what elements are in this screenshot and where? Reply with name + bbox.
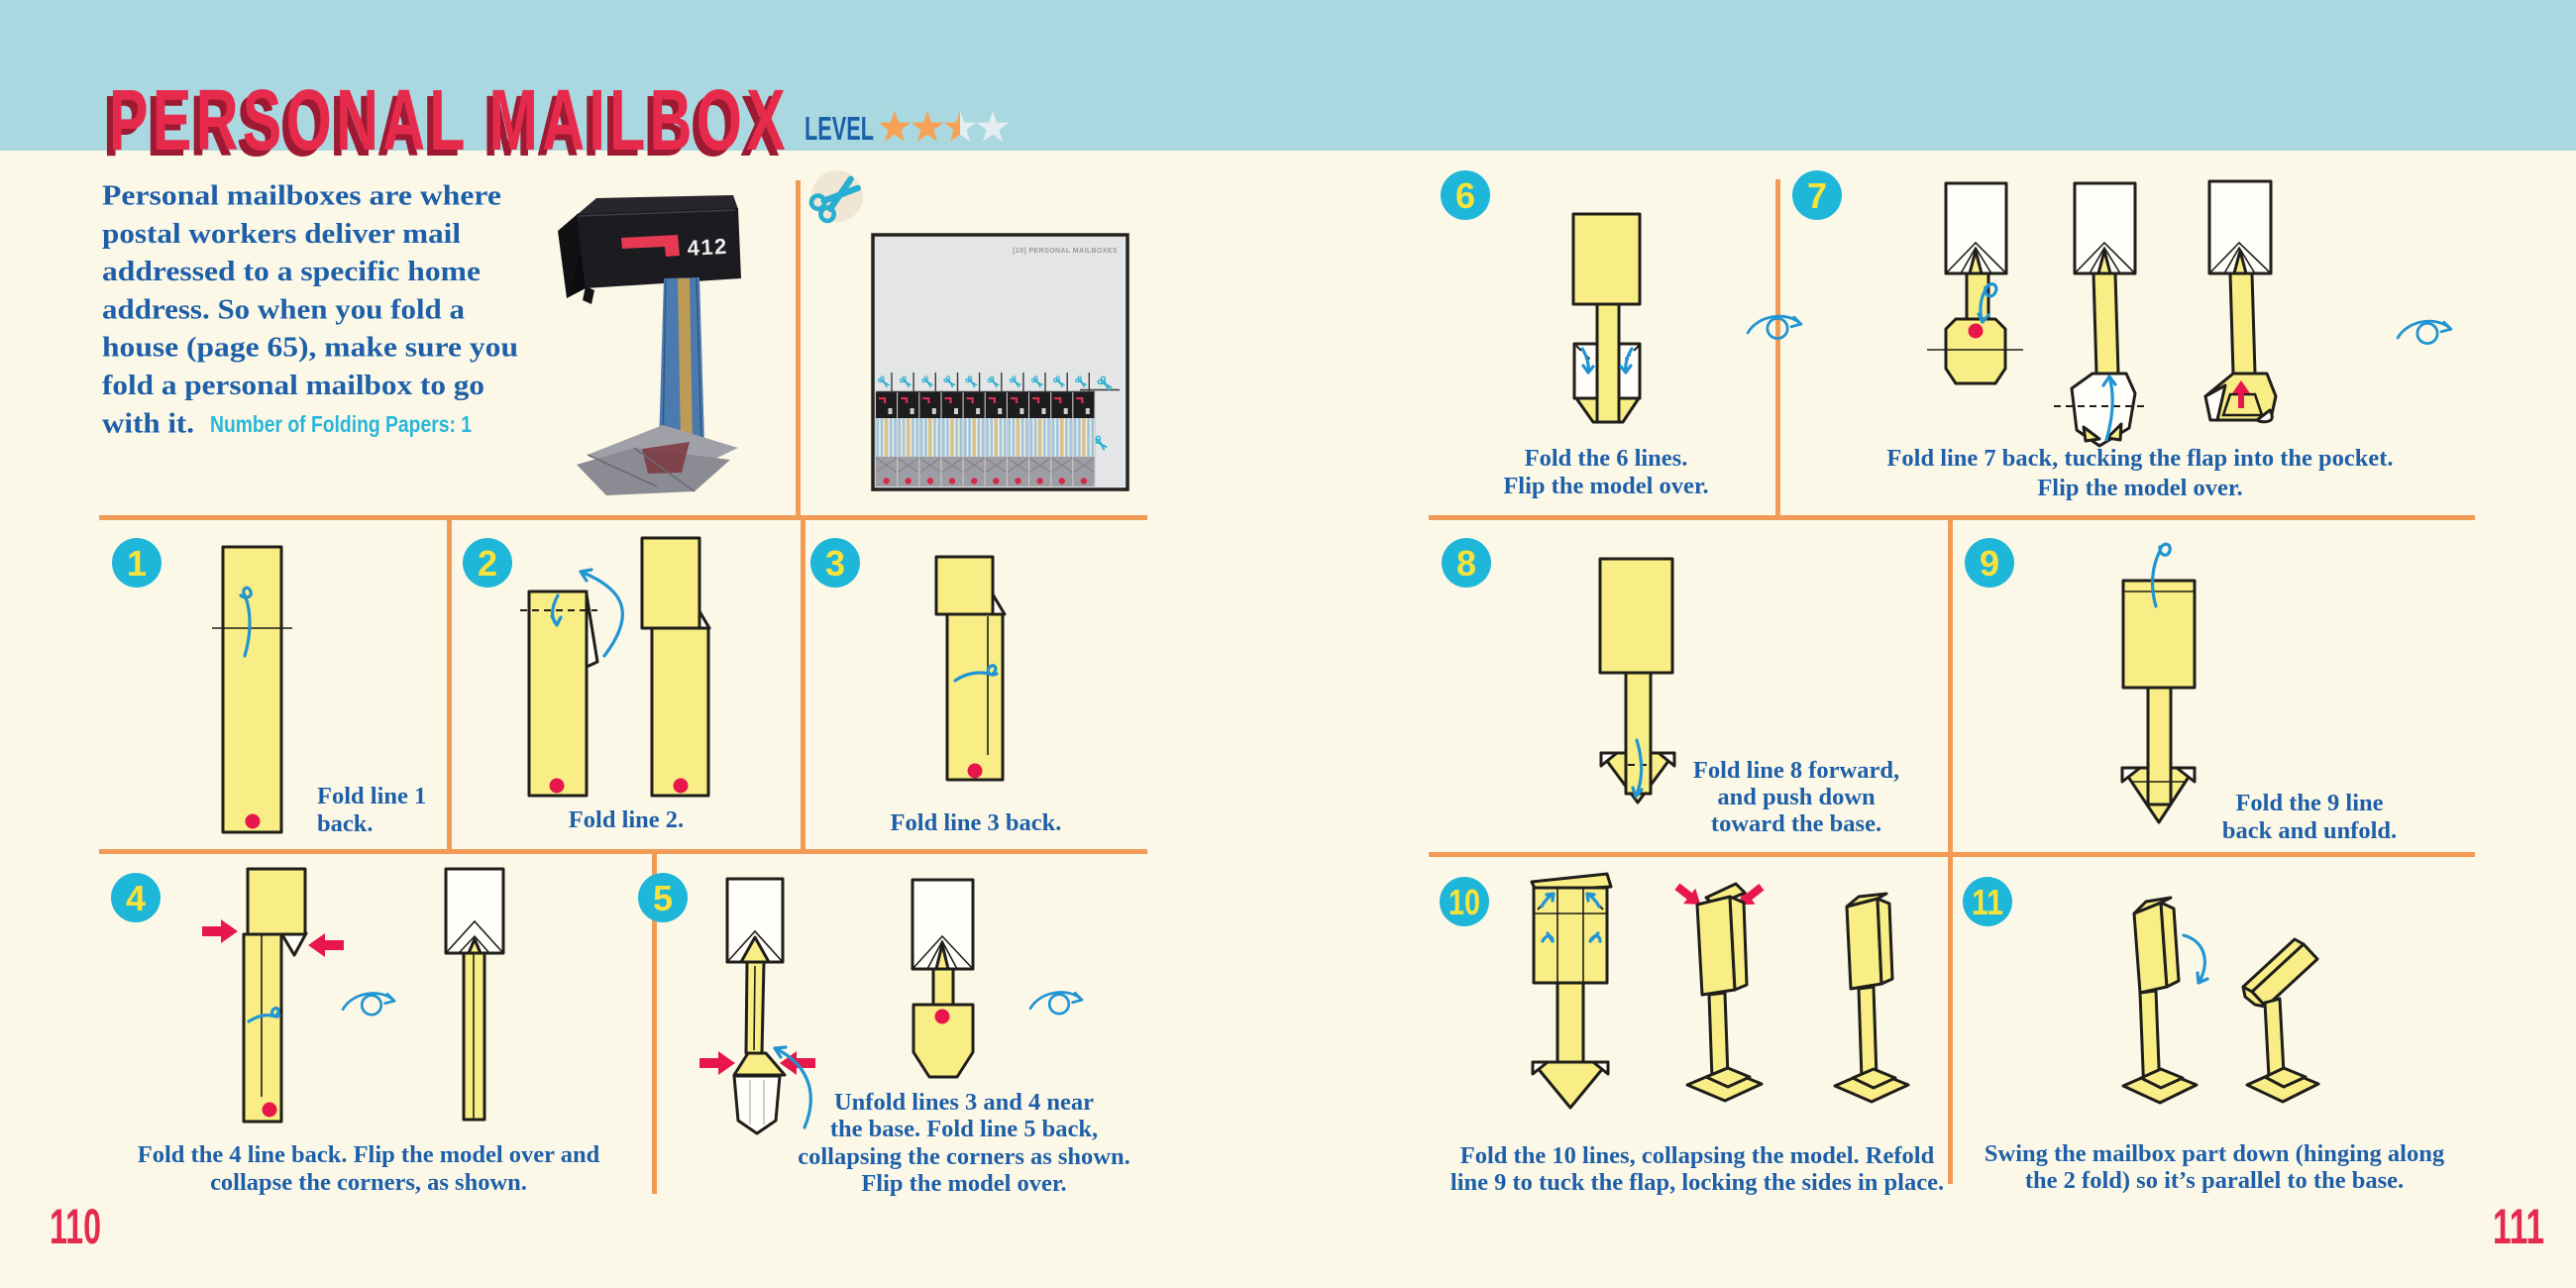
svg-text:postal workers deliver mail: postal workers deliver mail — [102, 219, 461, 250]
svg-text:addressed to a specific home: addressed to a specific home — [102, 257, 481, 287]
svg-text:4: 4 — [126, 878, 146, 918]
svg-text:Fold the 9 line: Fold the 9 line — [2235, 790, 2383, 816]
svg-text:7: 7 — [1807, 175, 1827, 216]
svg-text:the 2 fold) so it’s parallel t: the 2 fold) so it’s parallel to the base… — [2025, 1167, 2404, 1194]
svg-text:Fold the 6 lines.: Fold the 6 lines. — [1525, 445, 1688, 472]
svg-text:PERSONAL MAILBOX: PERSONAL MAILBOX — [109, 71, 790, 167]
svg-text:house (page 65), make sure you: house (page 65), make sure you — [102, 333, 518, 364]
svg-text:back.: back. — [317, 810, 374, 837]
svg-text:6: 6 — [1455, 175, 1475, 216]
svg-text:Number of Folding Papers: 1: Number of Folding Papers: 1 — [210, 411, 472, 437]
svg-text:Fold the 10 lines, collapsing: Fold the 10 lines, collapsing the model.… — [1460, 1142, 1935, 1169]
svg-text:the base. Fold line 5 back,: the base. Fold line 5 back, — [830, 1116, 1098, 1142]
svg-text:Fold line 2.: Fold line 2. — [569, 806, 684, 833]
svg-text:[10] PERSONAL MAILBOXES: [10] PERSONAL MAILBOXES — [1013, 248, 1118, 255]
svg-text:9: 9 — [1980, 543, 1999, 584]
svg-text:110: 110 — [50, 1199, 101, 1254]
svg-text:PERSONAL MAILBOX: PERSONAL MAILBOX — [103, 77, 784, 173]
svg-text:collapsing the corners as show: collapsing the corners as shown. — [798, 1143, 1130, 1170]
svg-text:LEVEL: LEVEL — [805, 110, 874, 148]
svg-text:Unfold lines 3 and 4 near: Unfold lines 3 and 4 near — [834, 1089, 1094, 1116]
svg-text:toward the base.: toward the base. — [1711, 810, 1881, 837]
svg-text:5: 5 — [653, 878, 673, 918]
svg-text:and push down: and push down — [1717, 784, 1876, 810]
svg-text:back and unfold.: back and unfold. — [2222, 817, 2397, 844]
svg-text:with it.: with it. — [102, 408, 194, 439]
svg-text:Fold the 4 line back. Flip the: Fold the 4 line back. Flip the model ove… — [138, 1141, 600, 1168]
svg-text:Flip the model over.: Flip the model over. — [2037, 475, 2242, 501]
svg-text:Flip the model over.: Flip the model over. — [1503, 473, 1708, 499]
svg-text:Swing the mailbox part down (h: Swing the mailbox part down (hinging alo… — [1985, 1140, 2445, 1167]
svg-text:3: 3 — [825, 543, 845, 584]
svg-text:Flip the model over.: Flip the model over. — [861, 1170, 1066, 1197]
svg-text:8: 8 — [1456, 543, 1476, 584]
svg-text:Fold line 3 back.: Fold line 3 back. — [891, 809, 1062, 836]
svg-text:Fold line 8 forward,: Fold line 8 forward, — [1693, 757, 1899, 784]
svg-text:fold a personal mailbox to go: fold a personal mailbox to go — [102, 371, 484, 401]
svg-text:collapse the corners, as shown: collapse the corners, as shown. — [210, 1169, 527, 1196]
svg-text:Personal mailboxes are where: Personal mailboxes are where — [102, 181, 501, 212]
svg-text:412: 412 — [687, 234, 728, 261]
svg-text:line 9 to tuck the flap, locki: line 9 to tuck the flap, locking the sid… — [1450, 1169, 1944, 1196]
svg-text:Fold line 1: Fold line 1 — [317, 783, 426, 809]
svg-text:address. So when you fold a: address. So when you fold a — [102, 294, 465, 325]
svg-text:Fold line 7 back, tucking the: Fold line 7 back, tucking the flap into … — [1886, 445, 2393, 472]
svg-text:10: 10 — [1449, 882, 1480, 922]
svg-text:11: 11 — [1972, 882, 2003, 922]
svg-text:2: 2 — [478, 543, 497, 584]
svg-text:111: 111 — [2493, 1199, 2544, 1254]
svg-text:1: 1 — [127, 543, 147, 584]
